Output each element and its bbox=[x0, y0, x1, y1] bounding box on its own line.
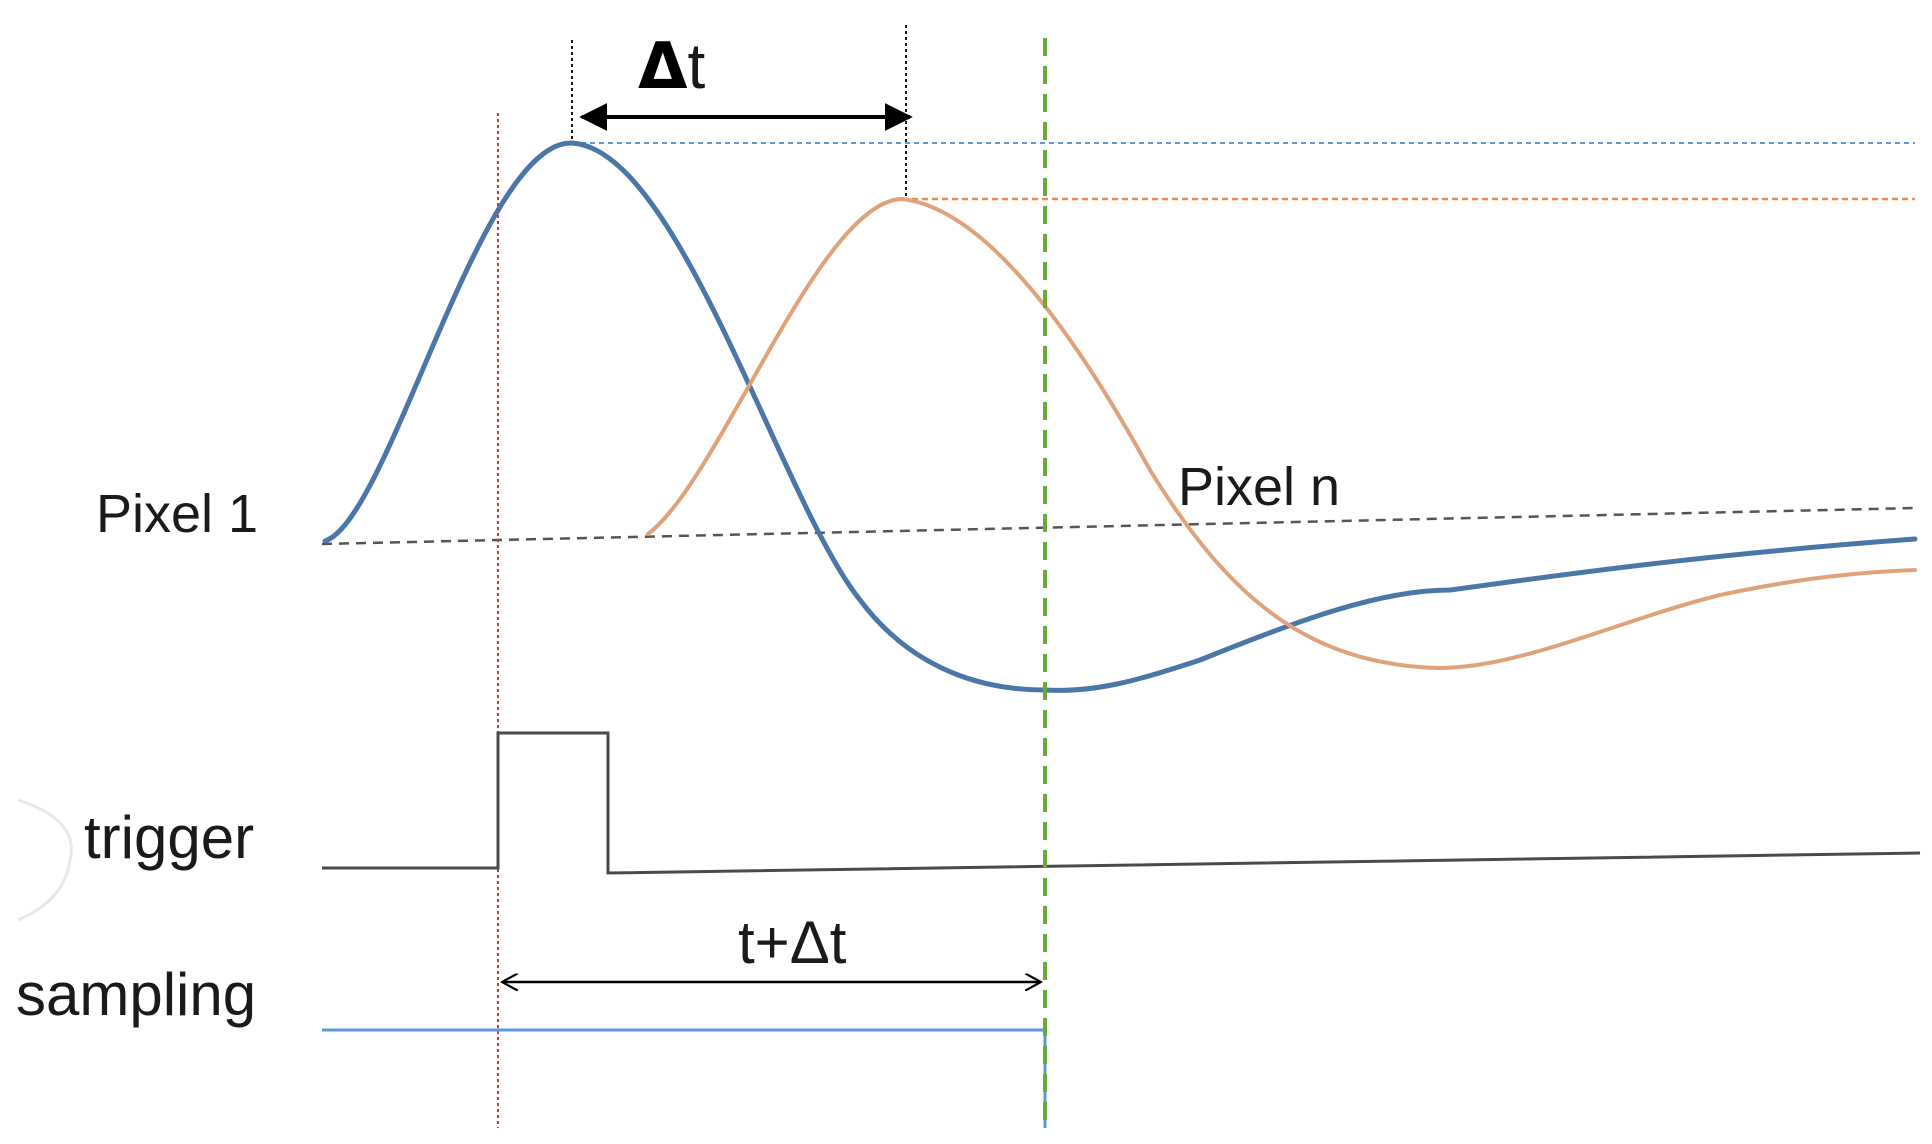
pixel-n-label: Pixel n bbox=[1178, 457, 1340, 517]
pixel-1-label: Pixel 1 bbox=[96, 484, 258, 544]
trigger-label: trigger bbox=[84, 804, 254, 871]
delta-t-suffix: t bbox=[688, 30, 706, 102]
trigger-signal bbox=[322, 731, 1921, 875]
pixel-1-curve bbox=[322, 140, 1918, 693]
t-plus-delta-t-label: t+Δt bbox=[738, 909, 847, 976]
pixel-n-curve bbox=[646, 196, 1917, 671]
delta-symbol: Δ bbox=[638, 30, 688, 104]
baseline bbox=[321, 506, 1916, 546]
sampling-label: sampling bbox=[16, 961, 256, 1028]
edge-artifact bbox=[17, 798, 73, 922]
delta-t-label: Δt bbox=[638, 30, 706, 104]
sampling-signal bbox=[322, 1028, 1047, 1128]
